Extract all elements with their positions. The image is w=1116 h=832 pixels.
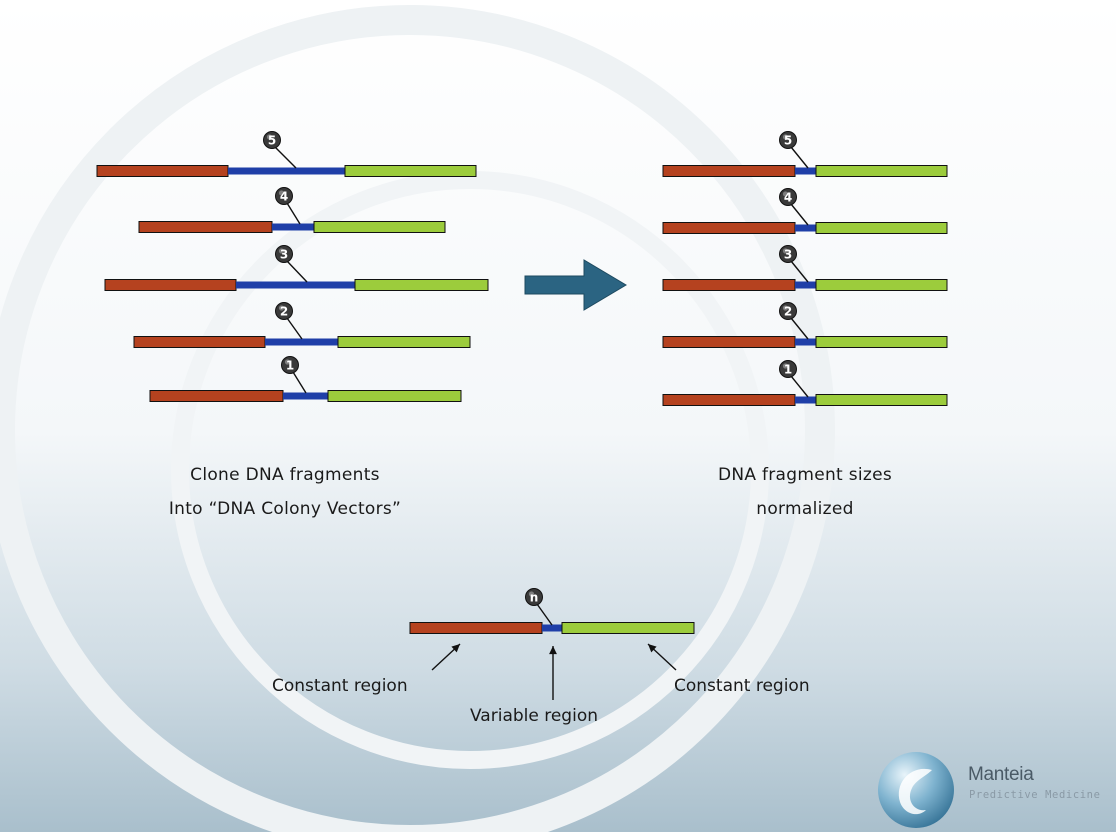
variable-region-label: Variable region: [470, 706, 598, 726]
marker-pointer: [286, 260, 308, 283]
left-marker-label: 3: [280, 248, 288, 262]
variable-region: [228, 167, 345, 175]
marker-highlight: [278, 190, 285, 196]
marker-pointer: [790, 317, 809, 340]
constant-region-left: [409, 622, 543, 634]
watermark-ring-inner: [171, 171, 769, 769]
constant-region-left: [138, 221, 273, 233]
marker-highlight: [278, 305, 285, 311]
constant-region-left: [662, 279, 796, 291]
constant-region-right: [815, 394, 948, 406]
marker-pointer: [790, 260, 809, 283]
constant-right-pointer-arrow: [647, 643, 677, 671]
marker-pointer: [536, 603, 553, 626]
logo-name: Manteia: [968, 764, 1034, 785]
constant-region-left: [149, 390, 284, 402]
marker-pointer: [790, 203, 809, 226]
marker-pointer: [292, 371, 307, 394]
variable-region: [795, 396, 816, 404]
left-fragment: 1: [149, 356, 462, 402]
constant-region-right: [354, 279, 489, 291]
constant-left-pointer-arrow: [431, 643, 461, 671]
right-marker-label: 3: [784, 248, 792, 262]
constant-region-right: [815, 222, 948, 234]
constant-region-left: [662, 165, 796, 177]
right-marker-label: 1: [784, 363, 792, 377]
constant-region-right: [561, 622, 695, 634]
marker-highlight: [278, 248, 285, 254]
left-caption: Clone DNA fragments Into “DNA Colony Vec…: [120, 458, 450, 526]
left-caption-line2: Into “DNA Colony Vectors”: [168, 499, 402, 519]
marker-highlight: [284, 359, 291, 365]
constant-region-right: [815, 165, 948, 177]
constant-region-right: [344, 165, 477, 177]
variable-region: [236, 281, 355, 289]
marker-highlight: [782, 248, 789, 254]
marker-pointer: [286, 202, 301, 225]
marker-pointer: [274, 146, 297, 169]
variable-region: [265, 338, 338, 346]
marker-pointer: [790, 375, 809, 398]
right-fragment: 5: [662, 131, 948, 177]
legend-marker-label: n: [530, 591, 539, 605]
constant-region-left: [662, 336, 796, 348]
marker-pointer: [790, 146, 809, 169]
marker-pointer: [286, 317, 303, 340]
left-marker-label: 4: [280, 190, 288, 204]
constant-region-right: [815, 279, 948, 291]
marker-highlight: [782, 363, 789, 369]
marker-highlight: [782, 191, 789, 197]
watermark-ring-outer: [0, 5, 835, 832]
left-marker-label: 1: [286, 359, 294, 373]
variable-region: [795, 338, 816, 346]
right-marker-label: 4: [784, 191, 792, 205]
constant-region-right: [327, 390, 462, 402]
right-fragment: 1: [662, 360, 948, 406]
manteia-logo-icon: [878, 752, 954, 828]
left-caption-line1: Clone DNA fragments: [190, 465, 380, 485]
logo-tagline: Predictive Medicine: [969, 789, 1101, 801]
right-caption-line1: DNA fragment sizes: [717, 465, 893, 485]
constant-region-left: [96, 165, 229, 177]
variable-region: [795, 224, 816, 232]
constant-region-right-label: Constant region: [674, 676, 810, 696]
legend-fragment: n: [409, 588, 695, 634]
constant-region-left: [104, 279, 237, 291]
marker-highlight: [782, 305, 789, 311]
normalize-arrow-icon: [524, 259, 627, 311]
constant-region-right: [815, 336, 948, 348]
variable-region: [283, 392, 328, 400]
marker-highlight: [266, 134, 273, 140]
variable-region: [795, 281, 816, 289]
left-marker-label: 2: [280, 305, 288, 319]
right-fragment: 2: [662, 302, 948, 348]
constant-region-left: [133, 336, 266, 348]
left-fragment: 4: [138, 187, 446, 233]
right-marker-label: 2: [784, 305, 792, 319]
right-fragment: 3: [662, 245, 948, 291]
right-caption: DNA fragment sizes normalized: [640, 458, 970, 526]
right-caption-line2: normalized: [756, 499, 854, 519]
marker-highlight: [528, 591, 535, 597]
marker-highlight: [782, 134, 789, 140]
variable-pointer-arrow: [549, 646, 557, 700]
constant-region-left: [662, 222, 796, 234]
left-fragment: 2: [133, 302, 471, 348]
left-fragment: 5: [96, 131, 477, 177]
variable-region: [272, 223, 314, 231]
right-fragment: 4: [662, 188, 948, 234]
right-marker-label: 5: [784, 134, 792, 148]
constant-region-left-label: Constant region: [272, 676, 408, 696]
variable-region: [795, 167, 816, 175]
left-fragment: 3: [104, 245, 489, 291]
constant-region-right: [313, 221, 446, 233]
left-marker-label: 5: [268, 134, 276, 148]
variable-region: [542, 624, 562, 632]
constant-region-left: [662, 394, 796, 406]
constant-region-right: [337, 336, 471, 348]
